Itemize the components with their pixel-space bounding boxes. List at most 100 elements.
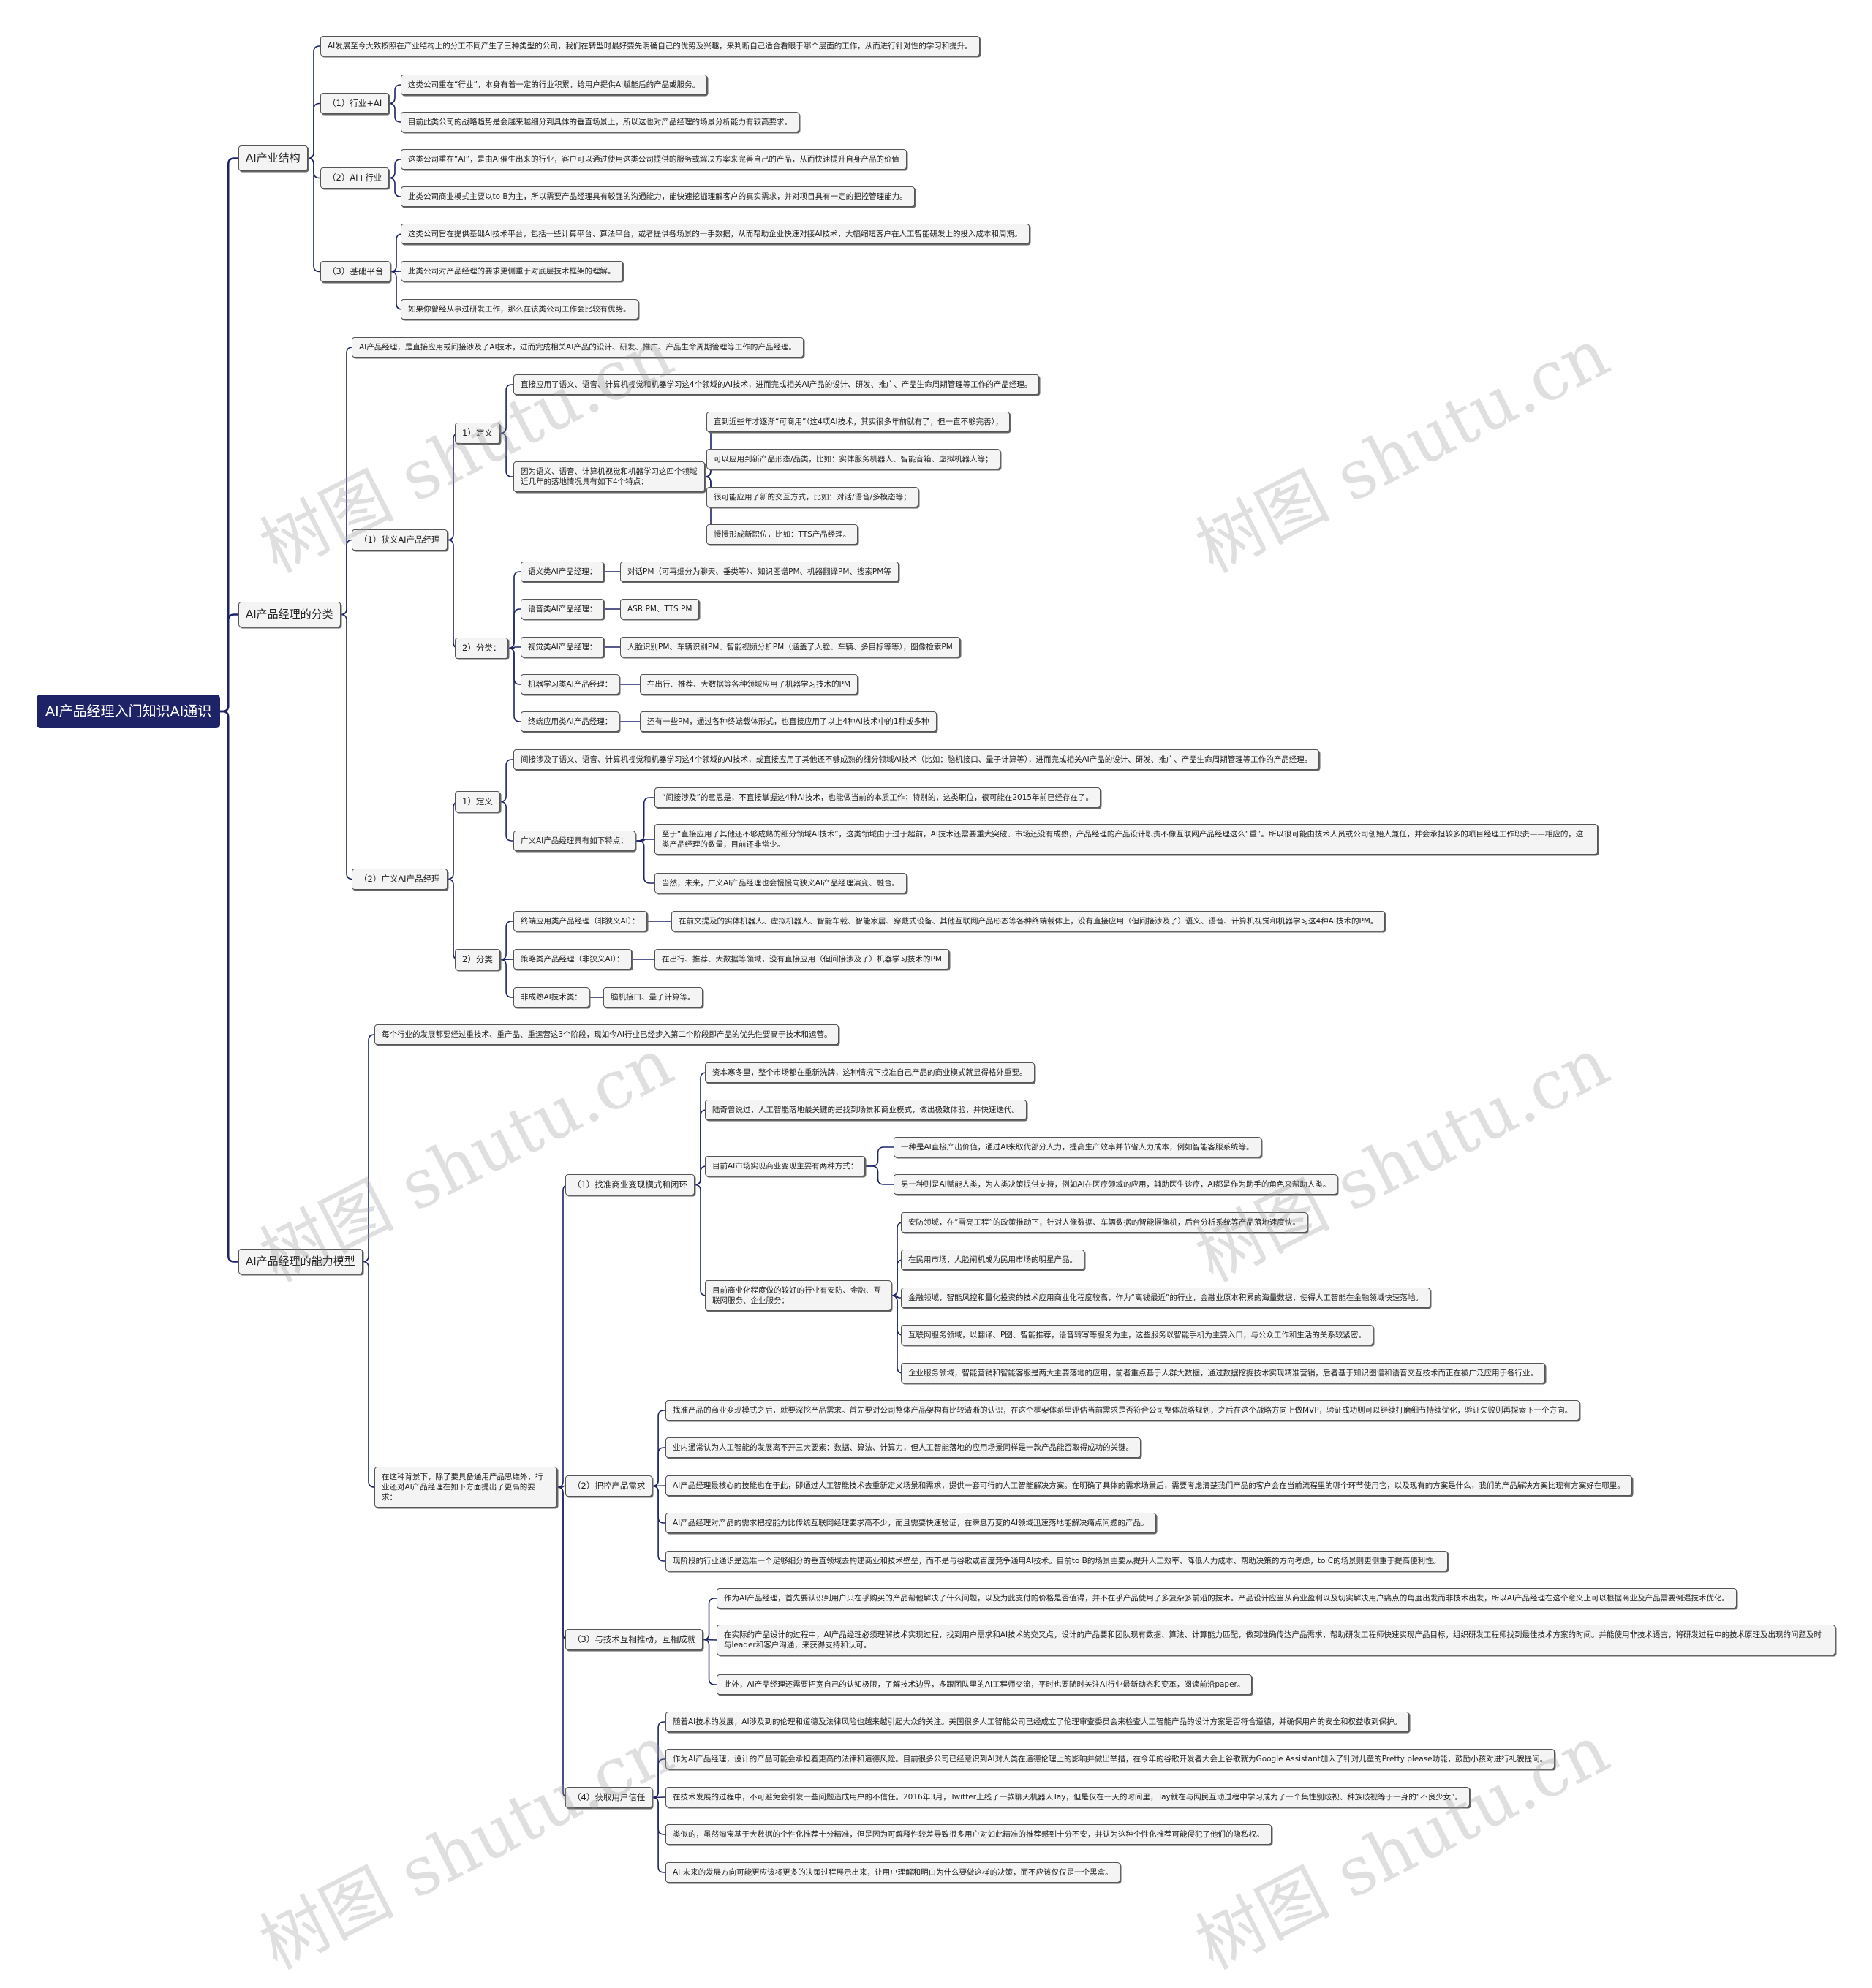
topic-b2b2[interactable]: 2）分类： [455, 638, 509, 659]
topic-b1c1[interactable]: 这类公司重在“AI”，是由AI催生出来的行业，客户可以通过使用这类公司提供的服务… [401, 149, 907, 170]
topic-b1d2[interactable]: 此类公司对产品经理的要求更侧重于对底层技术框架的理解。 [401, 261, 623, 281]
connector-b2b1 [447, 432, 460, 541]
topic-b1d1[interactable]: 这类公司旨在提供基础AI技术平台，包括一些计算平台、算法平台，或者提供各场景的一… [401, 224, 1030, 244]
topic-b2b[interactable]: （1）狭义AI产品经理 [352, 529, 448, 551]
topic-b3b1c1[interactable]: 一种是AI直接产出价值，通过AI来取代部分人力，提高生产效率并节省人力成本，例如… [894, 1137, 1261, 1157]
topic-b1d[interactable]: （3）基础平台 [320, 261, 391, 282]
topic-b3b1d2[interactable]: 在民用市场，人脸闸机成为民用市场的明星产品。 [901, 1250, 1084, 1270]
connector-b3 [220, 710, 238, 1263]
topic-b3b1d3[interactable]: 金融领域，智能风控和量化投资的技术应用商业化程度较高，作为“离钱最近”的行业，金… [901, 1288, 1430, 1308]
topic-b3b1a[interactable]: 资本寒冬里，整个市场都在重新洗牌，这种情况下找准自己产品的商业模式就显得格外重要… [705, 1062, 1035, 1083]
topic-b2c2b1[interactable]: 在出行、推荐、大数据等领域，没有直接应用（但间接涉及了）机器学习技术的PM [654, 949, 949, 970]
topic-b2b2d1[interactable]: 在出行、推荐、大数据等各种领域应用了机器学习技术的PM [640, 674, 858, 695]
connector-b1b [307, 102, 320, 159]
topic-b3b1c2[interactable]: 另一种则是AI赋能人类，为人类决策提供支持，例如AI在医疗领域的应用，辅助医生诊… [894, 1174, 1338, 1195]
connector-b2b1a [500, 384, 513, 434]
topic-b3a[interactable]: 每个行业的发展都要经过重技术、重产品、重运营这3个阶段，现如今AI行业已经步入第… [374, 1024, 839, 1045]
topic-b3b1d[interactable]: 目前商业化程度做的较好的行业有安防、金融、互联网服务、企业服务： [705, 1280, 891, 1311]
topic-b2b2b[interactable]: 语音类AI产品经理： [521, 599, 605, 619]
topic-b2c2c[interactable]: 非成熟AI技术类： [513, 987, 589, 1008]
connector-b1d2 [390, 271, 401, 273]
topic-b2b2a1[interactable]: 对话PM（可再细分为聊天、垂类等）、知识图谱PM、机器翻译PM、搜索PM等 [620, 562, 899, 582]
topic-b1[interactable]: AI产业结构 [238, 145, 308, 171]
topic-b2b2e1[interactable]: 还有一些PM，通过各种终端载体形式，也直接应用了以上4种AI技术中的1种或多种 [640, 711, 937, 732]
topic-b2b2b1[interactable]: ASR PM、TTS PM [620, 599, 700, 619]
topic-b2b1b2[interactable]: 可以应用到新产品形态/品类，比如：实体服务机器人、智能音箱、虚拟机器人等； [706, 449, 1000, 469]
topic-b3b1c[interactable]: 目前AI市场实现商业变现主要有两种方式： [705, 1156, 866, 1176]
topic-b2c[interactable]: （2）广义AI产品经理 [352, 869, 448, 890]
topic-b2[interactable]: AI产品经理的分类 [238, 602, 341, 627]
connector-b1d [307, 157, 320, 273]
topic-b3b1d4[interactable]: 互联网服务领域，以翻译、P图、智能推荐，语音转写等服务为主，这些服务以智能手机为… [901, 1325, 1373, 1345]
connector-b2c1b1 [635, 797, 654, 842]
topic-b3b4b[interactable]: 作为AI产品经理，设计的产品可能会承担着更高的法律和道德风险。目前很多公司已经意… [665, 1749, 1555, 1769]
topic-b3b4[interactable]: （4）获取用户信任 [565, 1787, 653, 1808]
topic-b2a[interactable]: AI产品经理，是直接应用或间接涉及了AI技术，进而完成相关AI产品的设计、研发、… [352, 337, 804, 358]
topic-b3b2c[interactable]: AI产品经理最核心的技能也在于此，即通过人工智能技术去重新定义场景和需求，提供一… [665, 1475, 1632, 1496]
topic-b2c1a[interactable]: 间接涉及了语义、语音、计算机视觉和机器学习这4个领域的AI技术，或直接应用了其他… [513, 749, 1320, 770]
topic-b2c2a[interactable]: 终端应用类产品经理（非狭义AI）： [513, 911, 647, 931]
topic-b3[interactable]: AI产品经理的能力模型 [238, 1249, 363, 1274]
topic-b2b2c[interactable]: 视觉类AI产品经理： [521, 637, 605, 657]
topic-b1b2[interactable]: 目前此类公司的战略趋势是会越来越细分到具体的垂直场景上，所以这也对产品经理的场景… [401, 112, 799, 132]
topic-b2b1b1[interactable]: 直到近些年才逐渐“可商用”（这4项AI技术，其实很多年前就有了，但一直不够完善）… [706, 412, 1011, 432]
topic-b3b2a[interactable]: 找准产品的商业变现模式之后，就要深挖产品需求。首先要对公司整体产品架构有比较清晰… [665, 1400, 1580, 1421]
topic-b2b2c1[interactable]: 人脸识别PM、车辆识别PM、智能视频分析PM（涵盖了人脸、车辆、多目标等等），图… [620, 637, 960, 657]
topic-b2c2b[interactable]: 策略类产品经理（非狭义AI）： [513, 949, 632, 970]
topic-b1c2[interactable]: 此类公司商业模式主要以to B为主，所以需要产品经理具有较强的沟通能力，能快速挖… [401, 186, 915, 207]
connector-b3b2e [652, 1485, 665, 1562]
topic-b2c2c1[interactable]: 脑机接口、量子计算等。 [603, 987, 703, 1008]
topic-b3b1b[interactable]: 陆奇曾说过，人工智能落地最关键的是找到场景和商业模式，做出极致体验，并快速迭代。 [705, 1100, 1027, 1120]
topic-b2b1a[interactable]: 直接应用了语义、语音、计算机视觉和机器学习这4个领域的AI技术，进而完成相关AI… [513, 374, 1040, 395]
connector-b2b2 [447, 539, 460, 649]
topic-b3b2b[interactable]: 业内通常认为人工智能的发展离不开三大要素：数据、算法、计算力，但人工智能落地的应… [665, 1437, 1141, 1458]
connector-b1a [307, 45, 320, 159]
connector-b2b [340, 539, 353, 616]
connector-b2c1b2 [635, 839, 654, 842]
topic-b2c1b[interactable]: 广义AI产品经理具有如下特点： [513, 831, 635, 851]
connector-b2b2d [507, 647, 521, 685]
topic-b2c2[interactable]: 2）分类 [455, 949, 500, 970]
connector-b2c1a [500, 759, 513, 803]
topic-b3b3c[interactable]: 此外，AI产品经理还需要拓宽自己的认知极限，了解技术边界，多跟团队里的AI工程师… [717, 1674, 1253, 1695]
topic-b1a[interactable]: AI发展至今大致按照在产业结构上的分工不同产生了三种类型的公司，我们在转型时最好… [320, 36, 980, 56]
topic-b2c1b2[interactable]: 至于“直接应用了其他还不够成熟的细分领域AI技术”，这类领域由于过于超前，AI技… [654, 824, 1598, 855]
connector-b2 [220, 613, 238, 713]
topic-b3b1d1[interactable]: 安防领域，在“雪亮工程”的政策推动下，针对人像数据、车辆数据的智能摄像机，后台分… [901, 1212, 1307, 1233]
topic-b3b3a[interactable]: 作为AI产品经理，首先要认识到用户只在乎购买的产品帮他解决了什么问题，以及为此支… [717, 1588, 1737, 1609]
topic-b1b[interactable]: （1）行业+AI [320, 93, 390, 114]
topic-b3b1[interactable]: （1）找准商业变现模式和闭环 [565, 1174, 695, 1195]
connector-b2c1b [500, 801, 513, 842]
topic-b3b4d[interactable]: 类似的，虽然淘宝基于大数据的个性化推荐十分精准，但是因为可解释性较差导致很多用户… [665, 1824, 1272, 1845]
topic-b2c1b1[interactable]: “间接涉及”的意思是，不直接掌握这4种AI技术，也能做当前的本质工作；特别的，这… [654, 787, 1101, 808]
topic-b2b2d[interactable]: 机器学习类AI产品经理： [521, 674, 620, 695]
connector-b3b1c1 [865, 1146, 894, 1167]
topic-b3b2e[interactable]: 现阶段的行业通识是选准一个足够细分的垂直领域去构建商业和技术壁垒，而不是与谷歌或… [665, 1551, 1449, 1571]
connector-b3b1 [556, 1184, 570, 1488]
topic-b3b2[interactable]: （2）把控产品需求 [565, 1475, 653, 1497]
topic-b3b4a[interactable]: 随着AI技术的发展，AI涉及到的伦理和道德及法律风险也越来越引起大众的关注。美国… [665, 1712, 1410, 1732]
topic-b2b1b[interactable]: 因为语义、语音、计算机视觉和机器学习这四个领域近几年的落地情况具有如下4个特点： [513, 461, 705, 492]
topic-b1d3[interactable]: 如果你曾经从事过研发工作，那么在该类公司工作会比较有优势。 [401, 299, 638, 320]
topic-b1b1[interactable]: 这类公司重在“行业”，本身有着一定的行业积累，给用户提供AI赋能后的产品或服务。 [401, 75, 708, 95]
topic-b2b2e[interactable]: 终端应用类AI产品经理： [521, 711, 620, 732]
topic-b3b1d5[interactable]: 企业服务领域，智能营销和智能客服是两大主要落地的应用，前者重点基于人群大数据，通… [901, 1363, 1545, 1383]
topic-b3b2d[interactable]: AI产品经理对产品的需求把控能力比传统互联网经理要求高不少，而且需要快速验证，在… [665, 1513, 1156, 1533]
topic-b3b4c[interactable]: 在技术发展的过程中，不可避免会引发一些问题造成用户的不信任。2016年3月，Tw… [665, 1787, 1471, 1807]
topic-b2c1b3[interactable]: 当然，未来，广义AI产品经理也会慢慢向狭义AI产品经理演变、融合。 [654, 873, 907, 893]
topic-b3b4e[interactable]: AI 未来的发展方向可能更应该将更多的决策过程展示出来，让用户理解和明白为什么要… [665, 1862, 1120, 1883]
topic-b3b3[interactable]: （3）与技术互相推动，互相成就 [565, 1629, 703, 1650]
topic-b2b2a[interactable]: 语义类AI产品经理： [521, 562, 605, 582]
topic-b1c[interactable]: （2）AI+行业 [320, 167, 390, 189]
connector-b2c1 [447, 801, 460, 880]
topic-b2b1[interactable]: 1）定义 [455, 423, 500, 444]
topic-b2b1b4[interactable]: 慢慢形成新职位，比如：TTS产品经理。 [706, 524, 858, 545]
connector-b3b4a [652, 1721, 665, 1799]
topic-b2b1b3[interactable]: 很可能应用了新的交互方式，比如：对话/语音/多模态等； [706, 487, 918, 507]
topic-b2c2a1[interactable]: 在前文提及的实体机器人、虚拟机器人、智能车载、智能家居、穿戴式设备、其他互联网产… [671, 911, 1386, 931]
connector-b2a [340, 347, 353, 616]
topic-b2c1[interactable]: 1）定义 [455, 791, 500, 812]
topic-b3b[interactable]: 在这种背景下，除了要具备通用产品思维外，行业还对AI产品经理在如下方面提出了更高… [374, 1467, 557, 1508]
root-topic[interactable]: AI产品经理入门知识AI通识 [37, 695, 221, 728]
topic-b3b3b[interactable]: 在实际的产品设计的过程中，AI产品经理必须理解技术实现过程，找到用户需求和AI技… [717, 1625, 1835, 1655]
